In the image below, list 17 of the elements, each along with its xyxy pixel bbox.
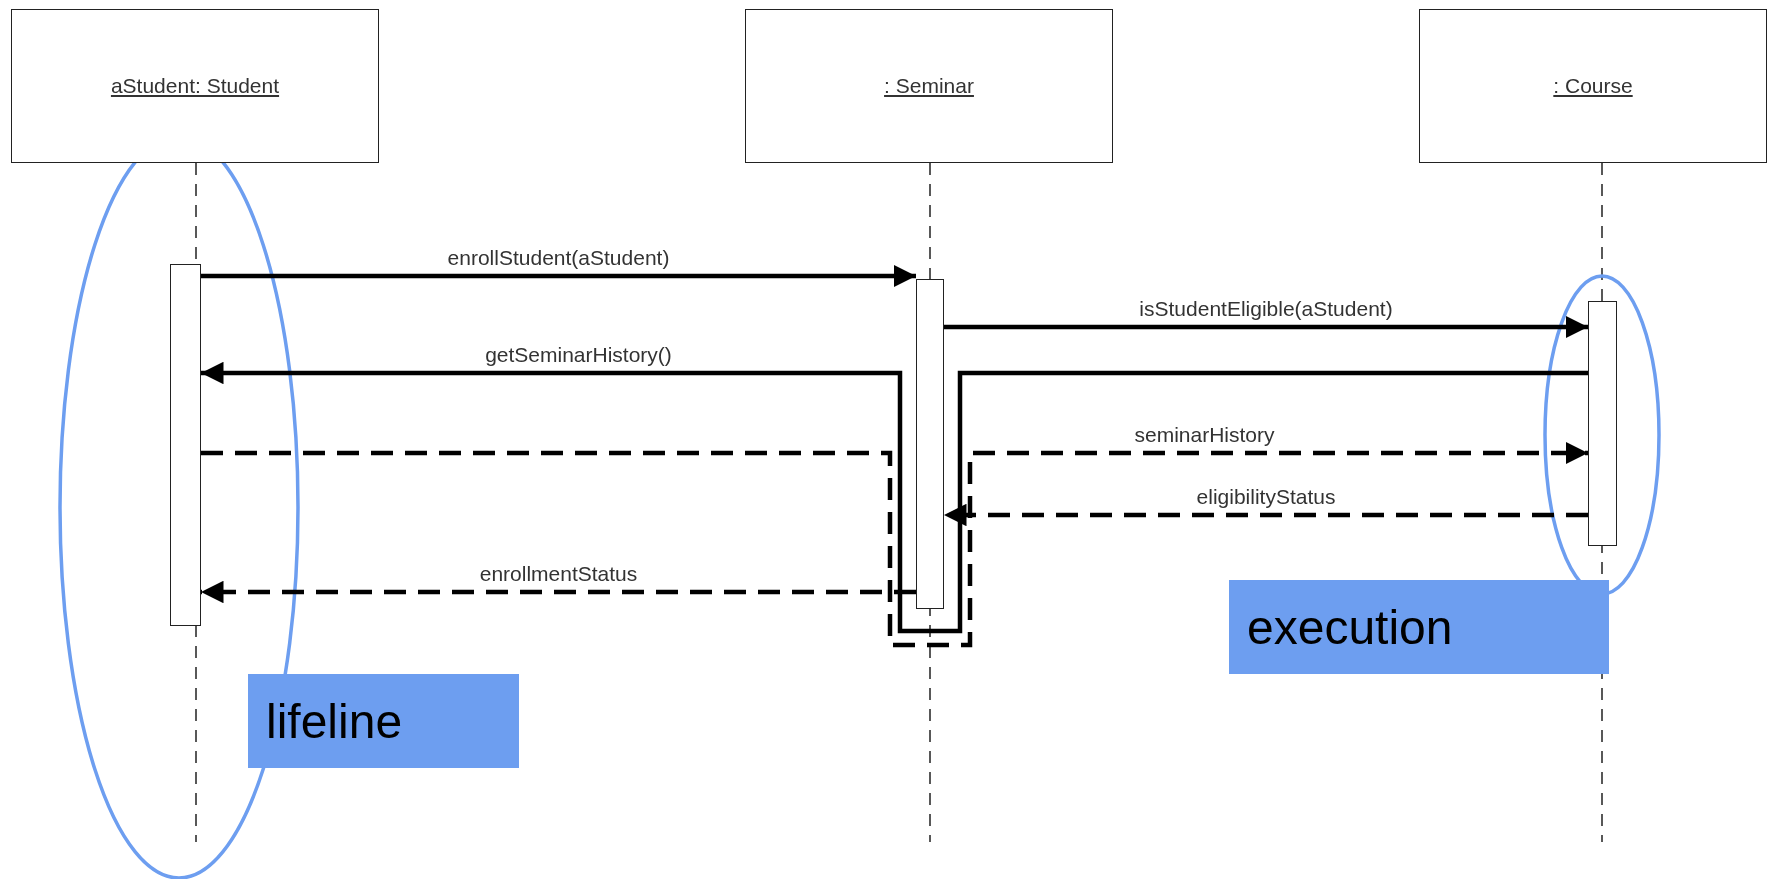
object-name: : Seminar xyxy=(884,74,974,98)
object-name: : Course xyxy=(1553,74,1633,98)
object-box xyxy=(1419,9,1767,163)
object-name: aStudent: Student xyxy=(110,74,280,98)
object-box xyxy=(11,9,379,163)
object-box xyxy=(745,9,1113,163)
message-arrow xyxy=(201,264,916,288)
message-arrow xyxy=(944,503,1588,527)
message-arrow xyxy=(944,315,1588,339)
activation-bar xyxy=(916,279,944,609)
message-arrow xyxy=(201,441,1588,648)
annotation-label: execution xyxy=(1229,580,1609,674)
activation-bar xyxy=(1588,301,1617,546)
activation-bar xyxy=(170,264,201,626)
message-arrow xyxy=(201,361,1588,634)
annotation-label: lifeline xyxy=(248,674,519,768)
message-arrow xyxy=(201,580,916,604)
